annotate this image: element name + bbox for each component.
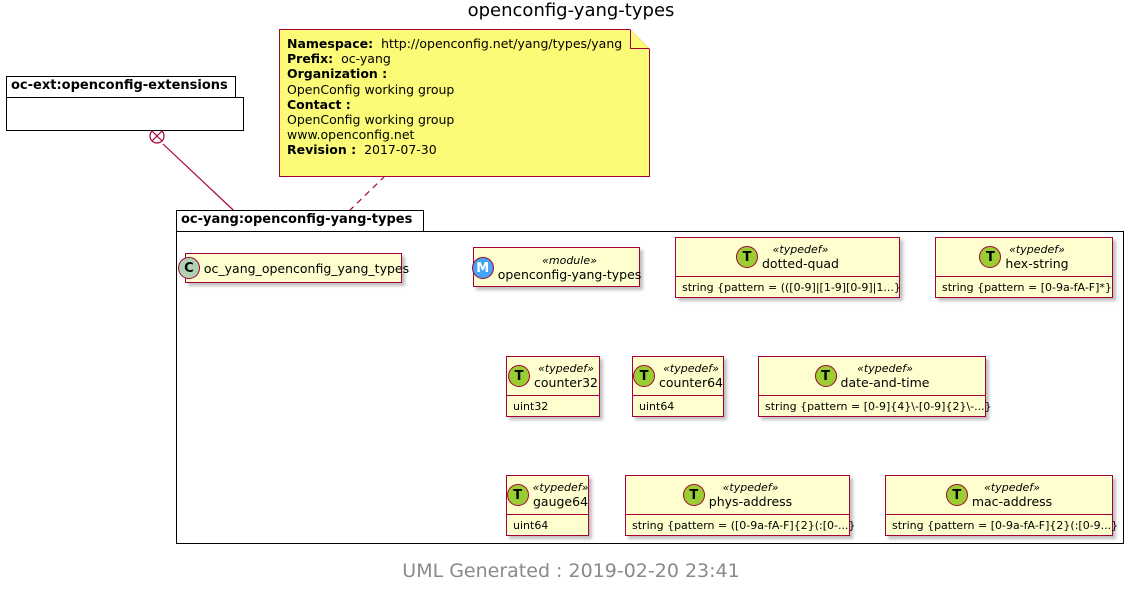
typedef-stereotype: «typedef» <box>984 481 1040 494</box>
note-line: OpenConfig working group <box>287 112 642 127</box>
typedef-stereotype: «typedef» <box>857 362 913 375</box>
class-name: oc_yang_openconfig_yang_types <box>203 260 410 276</box>
class-icon: C <box>177 257 200 279</box>
typedef-name: mac-address <box>971 494 1053 509</box>
note-key: Contact : <box>287 96 351 112</box>
typedef-name: gauge64 <box>532 494 589 509</box>
typedef-counter32[interactable]: T «typedef»counter32 uint32 <box>506 356 600 417</box>
note-line: Prefix: oc-yang <box>287 51 642 66</box>
note-line: OpenConfig working group <box>287 82 642 97</box>
typedef-stereotype: «typedef» <box>538 362 594 375</box>
typedef-type: string {pattern = [0-9a-fA-F]*} <box>936 276 1112 298</box>
note-value: 2017-07-30 <box>364 142 437 158</box>
typedef-name: phys-address <box>708 494 793 509</box>
note-value: oc-yang <box>341 51 391 67</box>
typedef-type: string {pattern = (([0-9]|[1-9][0-9]|1..… <box>676 276 901 298</box>
typedef-name: dotted-quad <box>762 256 839 271</box>
typedef-name: counter64 <box>659 375 724 390</box>
note-key: Namespace: <box>287 36 374 51</box>
note-value: OpenConfig working group <box>287 112 455 128</box>
class-oc-yang-openconfig-yang-types[interactable]: C oc_yang_openconfig_yang_types <box>177 253 409 283</box>
note-key: Organization : <box>287 66 388 82</box>
typedef-dotted-quad[interactable]: T «typedef»dotted-quad string {pattern = … <box>675 237 901 298</box>
typedef-name: date-and-time <box>840 375 930 390</box>
package-tab-yang-types[interactable]: oc-yang:openconfig-yang-types <box>176 210 424 232</box>
typedef-type: string {pattern = ([0-9a-fA-F]{2}(:[0-..… <box>626 514 855 536</box>
module-name: openconfig-yang-types <box>497 267 642 282</box>
module-stereotype: «module» <box>542 254 597 267</box>
package-tab-extensions[interactable]: oc-ext:openconfig-extensions <box>6 76 236 98</box>
typedef-counter64[interactable]: T «typedef»counter64 uint64 <box>632 356 724 417</box>
diagram-title: openconfig-yang-types <box>467 0 675 21</box>
typedef-type: string {pattern = [0-9]{4}\-[0-9]{2}\-..… <box>759 395 992 417</box>
typedef-icon: T <box>814 365 837 387</box>
generated-footer: UML Generated : 2019-02-20 23:41 <box>402 560 740 582</box>
typedef-stereotype: «typedef» <box>663 362 719 375</box>
typedef-icon: T <box>945 484 968 506</box>
typedef-name: hex-string <box>1005 256 1069 271</box>
note-value: http://openconfig.net/yang/types/yang <box>381 36 623 51</box>
note-key: Prefix: <box>287 51 334 67</box>
typedef-icon: T <box>682 484 705 506</box>
typedef-icon: T <box>979 246 1002 268</box>
typedef-type: uint64 <box>507 514 588 536</box>
note-line: www.openconfig.net <box>287 127 642 142</box>
package-extensions[interactable] <box>6 97 244 131</box>
typedef-stereotype: «typedef» <box>1009 243 1065 256</box>
typedef-mac-address[interactable]: T «typedef»mac-address string {pattern = … <box>885 475 1118 536</box>
module-icon: M <box>471 257 494 279</box>
note-line: Namespace: http://openconfig.net/yang/ty… <box>287 36 642 51</box>
typedef-stereotype: «typedef» <box>772 243 829 256</box>
module-openconfig-yang-types[interactable]: M «module» openconfig-yang-types <box>471 247 642 287</box>
typedef-icon: T <box>508 365 530 387</box>
typedef-gauge64[interactable]: T«typedef»gauge64 uint64 <box>506 475 589 536</box>
note-lines: Namespace: http://openconfig.net/yang/ty… <box>287 36 642 158</box>
typedef-icon: T <box>633 365 655 387</box>
typedef-stereotype: «typedef» <box>722 481 779 494</box>
typedef-icon: T <box>506 484 529 506</box>
note-fold-icon <box>630 29 650 49</box>
note-key: Revision : <box>287 142 357 158</box>
typedef-phys-address[interactable]: T «typedef»phys-address string {pattern =… <box>625 475 855 536</box>
typedef-name: counter32 <box>534 375 599 390</box>
note-line: Organization : <box>287 66 642 81</box>
typedef-hex-string[interactable]: T «typedef»hex-string string {pattern = [… <box>935 237 1113 298</box>
typedef-type: uint32 <box>507 395 599 417</box>
typedef-icon: T <box>736 246 758 268</box>
note-value: www.openconfig.net <box>287 127 415 143</box>
note-line: Revision : 2017-07-30 <box>287 142 642 157</box>
note-line: Contact : <box>287 97 642 112</box>
typedef-stereotype: «typedef» <box>532 481 589 494</box>
typedef-date-and-time[interactable]: T «typedef»date-and-time string {pattern … <box>758 356 992 417</box>
note-value: OpenConfig working group <box>287 81 455 97</box>
module-info-note[interactable]: Namespace: http://openconfig.net/yang/ty… <box>279 29 650 177</box>
typedef-type: string {pattern = [0-9a-fA-F]{2}(:[0-9..… <box>886 514 1118 536</box>
typedef-type: uint64 <box>633 395 723 417</box>
